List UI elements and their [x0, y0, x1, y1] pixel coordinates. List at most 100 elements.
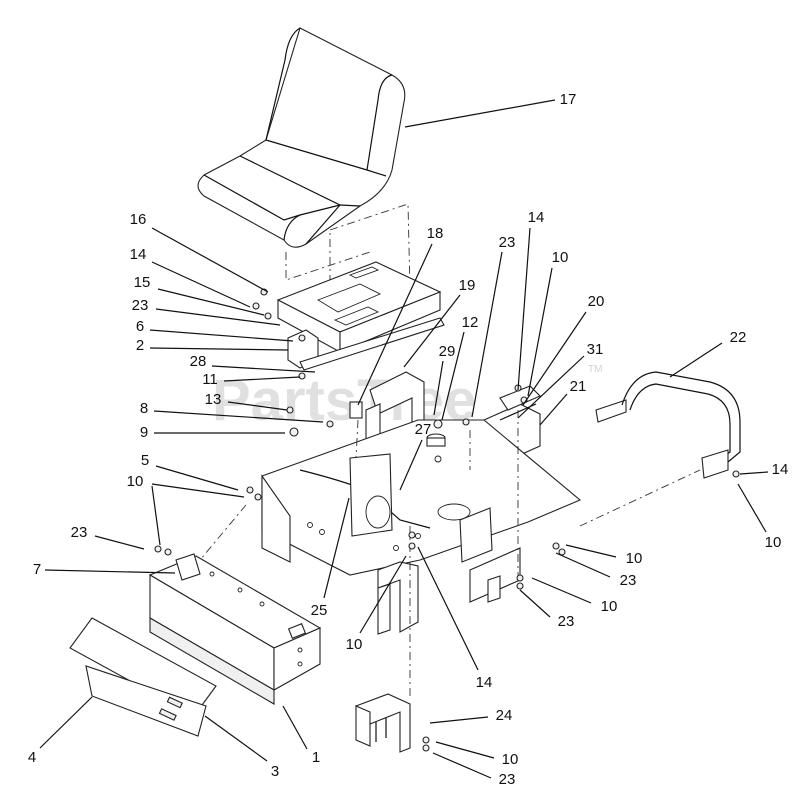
callout-label-c25: 25 [311, 602, 328, 619]
callout-label-c22: 22 [730, 329, 747, 346]
leader-line-c21 [539, 393, 568, 426]
callout-label-c23e: 23 [558, 613, 575, 630]
console-panel [148, 553, 322, 705]
main-frame [261, 419, 582, 603]
leader-line-c10g [435, 741, 495, 759]
leader-line-c28 [211, 365, 316, 373]
callout-label-c2: 2 [136, 337, 144, 354]
leader-line-c22 [669, 342, 723, 378]
leader-line-c10d [565, 544, 617, 558]
callout-label-c8: 8 [140, 400, 148, 417]
callout-label-c10f: 10 [346, 636, 363, 653]
leader-line-c20 [522, 311, 587, 406]
leader-line-c10b2 [151, 485, 161, 546]
leader-line-c8 [153, 410, 324, 423]
callout-label-c18: 18 [427, 225, 444, 242]
callout-label-c17a: 17 [560, 91, 577, 108]
callout-label-c10a: 10 [552, 249, 569, 266]
leader-line-c6 [149, 329, 294, 342]
callout-label-c27: 27 [415, 421, 432, 438]
leader-line-c7 [44, 569, 176, 574]
leader-line-c4 [39, 696, 93, 749]
callout-label-c9: 9 [140, 424, 148, 441]
leader-line-c14b [517, 227, 531, 391]
callout-labels: 1716141523622811138918191229231410203121… [28, 91, 789, 788]
callout-label-c28: 28 [190, 353, 207, 370]
callout-label-c14d: 14 [476, 674, 493, 691]
callout-label-c10g: 10 [502, 751, 519, 768]
leader-line-c14c [739, 471, 769, 475]
callout-label-c6: 6 [136, 318, 144, 335]
callout-label-c14b: 14 [528, 209, 545, 226]
leader-line-c29 [433, 360, 444, 416]
callout-label-c10c: 10 [765, 534, 782, 551]
callout-label-c11: 11 [202, 371, 218, 388]
callout-label-c19: 19 [459, 277, 476, 294]
callout-label-c29: 29 [439, 343, 456, 360]
leader-line-c11 [223, 376, 301, 382]
leader-line-c18 [357, 243, 433, 406]
callout-label-c14a: 14 [130, 246, 147, 263]
lower-mount-bracket [377, 561, 419, 635]
callout-label-c21: 21 [570, 378, 587, 395]
leader-line-c10a [527, 267, 553, 397]
callout-label-c10d: 10 [626, 550, 643, 567]
callout-label-c23f: 23 [499, 771, 516, 788]
leader-line-c3 [204, 715, 268, 762]
callout-label-c20: 20 [588, 293, 605, 310]
callout-label-c13: 13 [205, 391, 222, 408]
callout-label-c7: 7 [33, 561, 41, 578]
leader-line-c1 [282, 705, 308, 750]
watermark-trademark: TM [588, 364, 602, 375]
callout-label-c31: 31 [587, 341, 604, 358]
callout-label-c23a: 23 [132, 297, 149, 314]
leader-line-c23c [94, 535, 145, 550]
callout-label-c10e: 10 [601, 598, 618, 615]
leader-line-c10e [531, 577, 592, 604]
leader-line-c10b [151, 483, 245, 498]
leader-line-c16 [151, 227, 269, 293]
leader-line-c27 [399, 439, 423, 491]
leader-line-c14a [151, 261, 251, 308]
callout-label-c5: 5 [141, 452, 149, 469]
lower-bracket-part [355, 693, 411, 753]
assembly-phantom-lines [199, 410, 701, 700]
leader-line-c15 [157, 288, 265, 316]
leader-line-c10c [737, 483, 767, 533]
callout-label-c23d: 23 [620, 572, 637, 589]
callout-label-c3: 3 [271, 763, 279, 780]
callout-label-c10b: 10 [127, 473, 144, 490]
leader-line-c13 [227, 401, 288, 411]
leader-line-c19 [403, 294, 461, 368]
leader-line-c23d [555, 552, 611, 578]
callout-label-c12: 12 [462, 314, 479, 331]
callout-leader-lines [39, 99, 769, 779]
leader-line-c31 [517, 355, 585, 419]
callout-label-c16: 16 [130, 211, 147, 228]
leader-line-c12 [441, 331, 465, 421]
seat-mount-plate [276, 261, 442, 353]
leader-line-c23e [519, 589, 551, 618]
seat-part [197, 27, 406, 248]
leader-line-c14d [417, 546, 479, 671]
callout-label-c23c: 23 [71, 524, 88, 541]
leader-line-c24 [429, 716, 489, 724]
leader-line-c17a [404, 99, 556, 128]
leader-line-c10f [359, 555, 407, 634]
callout-label-c1: 1 [312, 749, 320, 766]
leader-line-c23f [432, 752, 492, 779]
leader-line-c25 [323, 497, 350, 599]
callout-label-c4: 4 [28, 749, 36, 766]
rubber-bumper [426, 433, 446, 447]
leader-line-c2 [149, 347, 289, 351]
leader-line-c23a [155, 308, 281, 326]
callout-label-c24: 24 [496, 707, 513, 724]
callout-label-c23b: 23 [499, 234, 516, 251]
seat-pivot-bracket [287, 317, 445, 371]
callout-label-c15: 15 [134, 274, 151, 291]
handle-bar [595, 371, 741, 479]
leader-line-c5 [155, 465, 239, 491]
decal-sheets [69, 617, 217, 737]
